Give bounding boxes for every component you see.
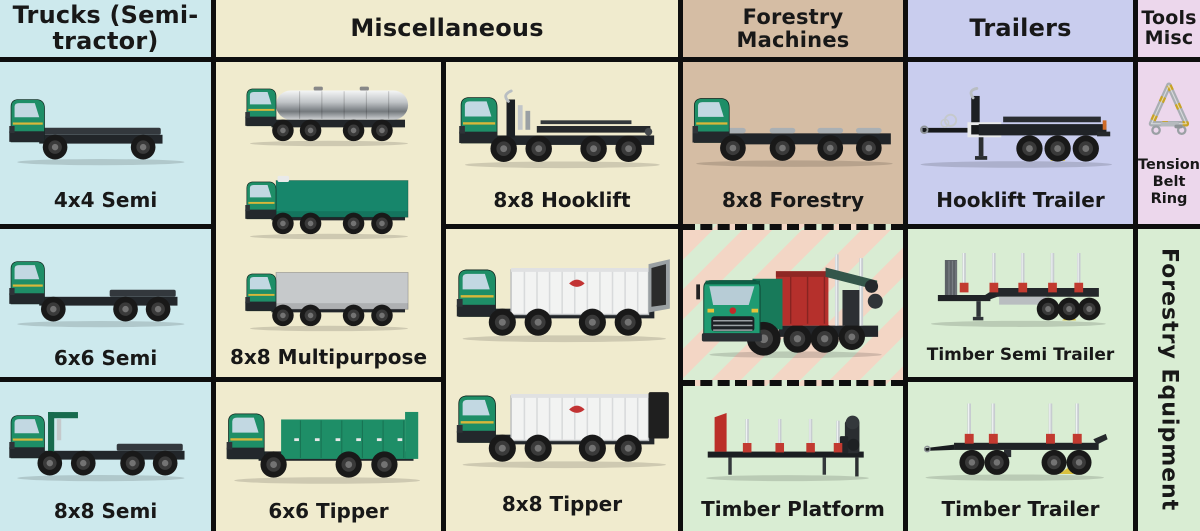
vehicle-8x8-forestry-image xyxy=(692,98,894,167)
header-trucks-label: Trucks (Semi-tractor) xyxy=(12,1,199,55)
header-trucks: Trucks (Semi-tractor) xyxy=(0,0,211,57)
cell-6x6-semi: 6x6 Semi xyxy=(0,229,211,377)
cell-8x8-multipurpose: 8x8 Multipurpose xyxy=(216,62,441,377)
vehicle-8x8-multipurpose-tanker-image xyxy=(244,86,408,146)
header-tools-misc: Tools Misc xyxy=(1138,0,1200,57)
vehicle-hooklift-trailer-image xyxy=(919,87,1112,168)
tension-belt-ring-icon xyxy=(1148,82,1190,135)
header-trailers-label: Trailers xyxy=(969,13,1072,42)
vehicle-label-8x8-tipper: 8x8 Tipper xyxy=(501,492,623,517)
cell-timber-platform: Timber Platform xyxy=(683,386,903,531)
vehicle-label-timber-platform: Timber Platform xyxy=(701,497,885,522)
vehicle-timber-semi-trailer-image xyxy=(930,253,1106,327)
cell-timber-truck-highlight xyxy=(683,224,903,386)
vehicle-label-8x8-semi: 8x8 Semi xyxy=(53,499,158,524)
vehicle-label-8x8-hooklift: 8x8 Hooklift xyxy=(493,188,631,212)
vehicle-8x8-tipper-a-image xyxy=(456,259,670,342)
vehicle-label-timber-trailer: Timber Trailer xyxy=(941,497,1100,522)
vehicle-label-4x4-semi: 4x4 Semi xyxy=(53,188,158,212)
cell-8x8-semi: 8x8 Semi xyxy=(0,382,211,531)
vehicle-timber-trailer-image xyxy=(923,403,1108,481)
header-miscellaneous-label: Miscellaneous xyxy=(350,13,544,42)
vehicle-8x8-tipper-b-image xyxy=(456,391,669,468)
header-forestry-machines-label: Forestry Machines xyxy=(736,5,850,52)
cell-4x4-semi: 4x4 Semi xyxy=(0,62,211,224)
vehicle-label-6x6-tipper: 6x6 Tipper xyxy=(268,499,389,524)
vehicle-8x8-semi-image xyxy=(9,411,185,481)
vehicle-label-timber-semi-trailer: Timber Semi Trailer xyxy=(926,345,1115,366)
cell-tension-belt-ring: Tension Belt Ring xyxy=(1138,62,1200,224)
vehicle-6x6-semi-image xyxy=(9,261,185,328)
vehicle-8x8-multipurpose-greybox-image xyxy=(244,272,408,332)
header-tools-misc-label: Tools Misc xyxy=(1141,6,1197,49)
cell-6x6-tipper: 6x6 Tipper xyxy=(216,382,441,531)
header-forestry-machines: Forestry Machines xyxy=(683,0,903,57)
vehicle-timber-platform-image xyxy=(706,412,870,481)
cell-hooklift-trailer: Hooklift Trailer xyxy=(908,62,1133,224)
cell-8x8-forestry: 8x8 Forestry xyxy=(683,62,903,224)
tool-label-tension-belt-ring: Tension Belt Ring xyxy=(1138,157,1200,207)
vehicle-timber-truck-image xyxy=(696,254,883,358)
vehicle-8x8-multipurpose-greenbox-image xyxy=(244,175,408,239)
vehicle-8x8-hooklift-image xyxy=(458,89,660,169)
vehicle-6x6-tipper-image xyxy=(226,411,420,484)
cell-timber-trailer: Timber Trailer xyxy=(908,382,1133,531)
vehicle-label-8x8-multipurpose: 8x8 Multipurpose xyxy=(229,345,428,370)
cell-8x8-tipper: 8x8 Tipper xyxy=(446,229,678,531)
header-trailers: Trailers xyxy=(908,0,1133,57)
vehicle-label-8x8-forestry: 8x8 Forestry xyxy=(721,188,865,212)
forestry-equipment-label: Forestry Equipment xyxy=(1156,248,1182,512)
vehicle-label-hooklift-trailer: Hooklift Trailer xyxy=(936,188,1105,212)
header-miscellaneous: Miscellaneous xyxy=(216,0,678,57)
cell-8x8-hooklift: 8x8 Hooklift xyxy=(446,62,678,224)
cell-timber-semi-trailer: Timber Semi Trailer xyxy=(908,229,1133,377)
vehicle-4x4-semi-image xyxy=(9,99,185,166)
vehicle-label-6x6-semi: 6x6 Semi xyxy=(53,345,158,370)
cell-forestry-equipment: Forestry Equipment xyxy=(1138,229,1200,531)
